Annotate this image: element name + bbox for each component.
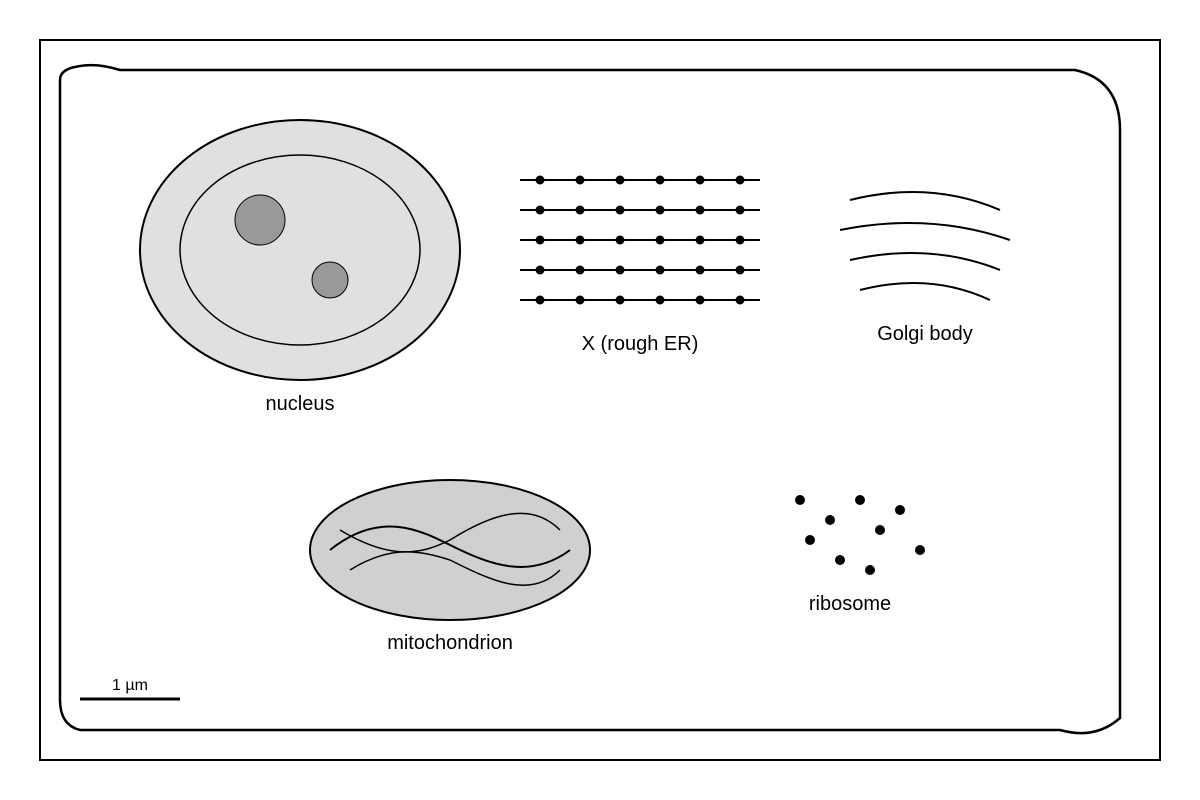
ribosome-dot — [805, 535, 815, 545]
er-bound-ribosome — [655, 175, 665, 185]
mitochondrion-label: mitochondrion — [387, 632, 513, 654]
ribosome-dot — [855, 495, 865, 505]
er-bound-ribosome — [735, 175, 745, 185]
mitochondrion — [309, 479, 591, 621]
golgi-body — [839, 191, 1011, 301]
nucleus-label: nucleus — [266, 393, 335, 415]
er-bound-ribosome — [535, 295, 545, 305]
er-bound-ribosome — [695, 205, 705, 215]
scale-bar: 1 µm — [80, 677, 180, 701]
ribosome-dot — [895, 505, 905, 515]
mitochondrion-outer-membrane — [309, 479, 591, 621]
golgi-label: Golgi body — [877, 323, 973, 345]
er-bound-ribosome — [615, 205, 625, 215]
er-bound-ribosome — [615, 175, 625, 185]
er-bound-ribosome — [695, 175, 705, 185]
nucleus — [139, 119, 461, 381]
er-bound-ribosome — [655, 265, 665, 275]
nucleolus-large — [234, 194, 286, 246]
er-bound-ribosome — [575, 295, 585, 305]
nucleolus-small — [311, 261, 349, 299]
er-bound-ribosome — [575, 265, 585, 275]
rough-er-label: X (rough ER) — [582, 333, 699, 355]
er-bound-ribosome — [535, 265, 545, 275]
er-bound-ribosome — [655, 205, 665, 215]
er-bound-ribosome — [655, 235, 665, 245]
er-bound-ribosome — [695, 265, 705, 275]
rough-er — [520, 175, 760, 305]
er-bound-ribosome — [575, 175, 585, 185]
cell-membrane — [58, 63, 1122, 735]
golgi-cisterna-2 — [839, 222, 1011, 241]
ribosome-dot — [875, 525, 885, 535]
er-bound-ribosome — [575, 205, 585, 215]
ribosome-dot — [835, 555, 845, 565]
crista-1 — [329, 525, 571, 568]
er-bound-ribosome — [735, 265, 745, 275]
crista-3 — [349, 551, 561, 586]
er-bound-ribosome — [535, 175, 545, 185]
nucleus-inner-membrane — [179, 154, 421, 346]
er-bound-ribosome — [695, 295, 705, 305]
er-bound-ribosome — [735, 205, 745, 215]
scale-bar-label: 1 µm — [112, 677, 148, 694]
ribosome-dot — [915, 545, 925, 555]
golgi-cisterna-1 — [849, 191, 1001, 211]
er-bound-ribosome — [655, 295, 665, 305]
ribosome-dot — [865, 565, 875, 575]
golgi-cisterna-3 — [849, 251, 1001, 271]
er-bound-ribosome — [735, 295, 745, 305]
ribosome-dot — [825, 515, 835, 525]
er-bound-ribosome — [615, 265, 625, 275]
er-bound-ribosome — [575, 235, 585, 245]
er-bound-ribosome — [615, 235, 625, 245]
ribosome-label: ribosome — [809, 593, 891, 615]
ribosome-dot — [795, 495, 805, 505]
golgi-cisterna-4 — [859, 281, 991, 301]
er-bound-ribosome — [615, 295, 625, 305]
er-bound-ribosome — [695, 235, 705, 245]
nucleus-outer-membrane — [139, 119, 461, 381]
er-bound-ribosome — [535, 205, 545, 215]
crista-2 — [339, 512, 561, 553]
ribosome-cluster — [795, 495, 925, 575]
er-bound-ribosome — [735, 235, 745, 245]
outer-frame — [39, 39, 1161, 761]
er-bound-ribosome — [535, 235, 545, 245]
